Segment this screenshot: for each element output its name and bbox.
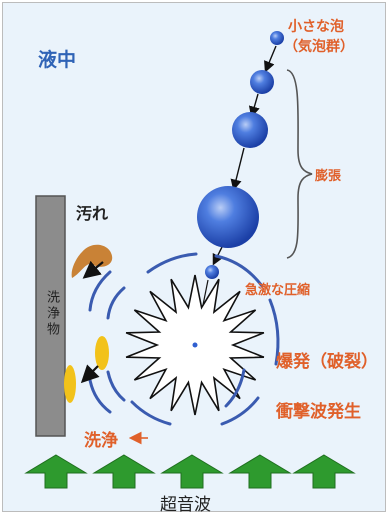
diagram-frame [2,2,386,512]
dirt-blobs [64,244,113,403]
expansion-brace [286,69,313,259]
cleaning-label: 洗浄 [84,431,118,451]
ultrasonic-label: 超音波 [160,495,211,515]
arrow-icon [264,45,277,73]
up-arrow-icon [160,454,224,489]
object-label: 洗浄物 [44,290,59,338]
arrow-icon [82,260,104,279]
arrow-icon [230,147,245,191]
cleaned-object-bar [35,195,66,437]
arrow-icon [80,364,100,384]
up-arrow-icon [92,454,156,489]
up-arrow-icon [228,454,292,489]
bubble-icon [192,342,198,348]
liquid-label: 液中 [38,49,77,71]
shockwave-label: 衝撃波発生 [276,402,361,422]
bubble-icon [232,112,268,148]
compression-label: 急激な圧縮 [245,283,311,298]
explosion-label: 爆発（破裂） [276,352,378,372]
arrow-icon [248,93,260,118]
shockwave-arcs [88,252,280,426]
up-arrow-icon [24,454,88,489]
bubble-icon [270,31,284,45]
bubble-icon [197,186,259,248]
dirt-label: 汚れ [76,204,109,223]
small-bubbles-label: 小さな泡 [288,19,344,35]
bubble-icon [250,70,274,94]
expansion-label: 膨張 [315,169,342,184]
bubble-icon [205,265,219,279]
bubble-group-label: （気泡群） [284,39,354,55]
up-arrow-icon [292,454,356,489]
ultrasonic-arrows [24,454,356,489]
